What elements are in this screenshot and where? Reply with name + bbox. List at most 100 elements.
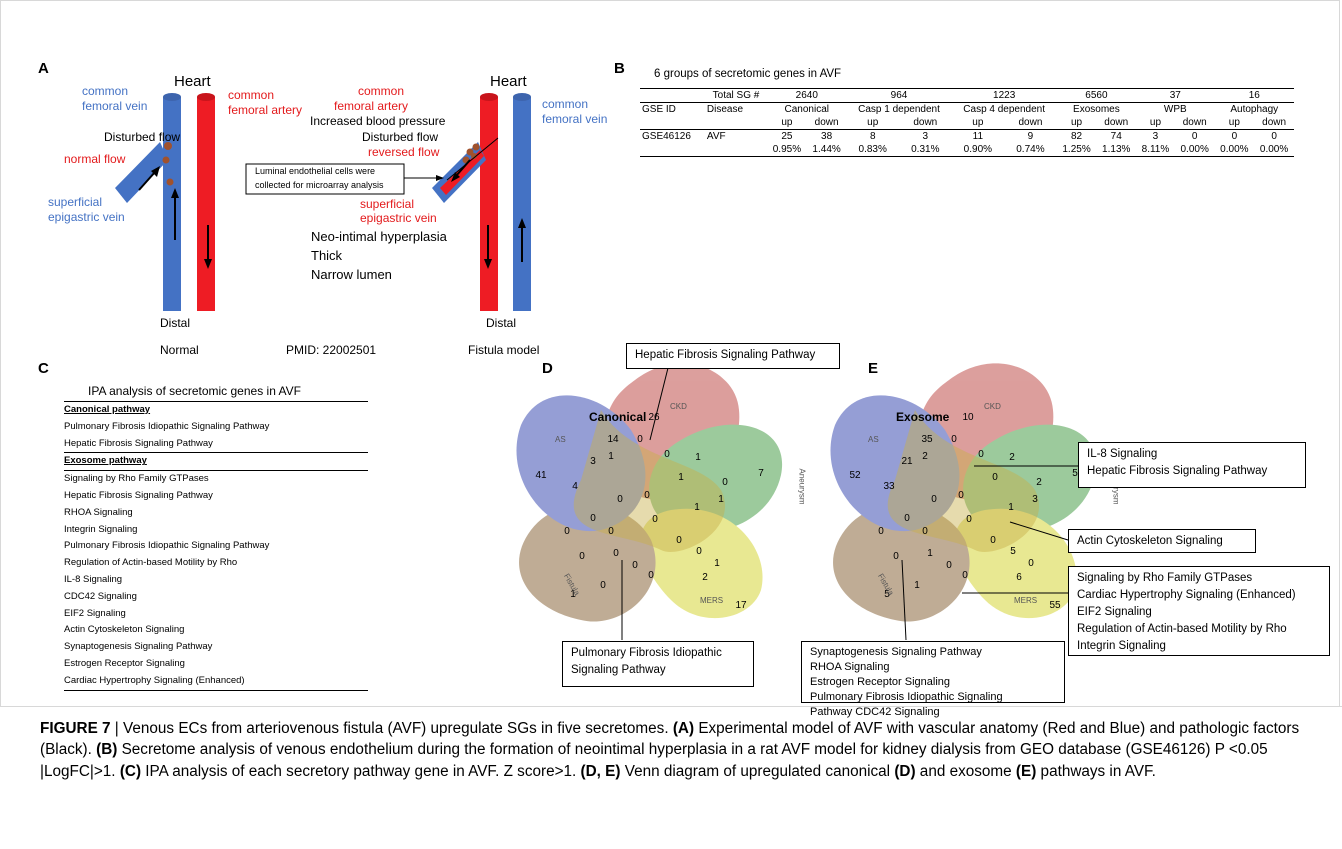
venn-e-count: 0 xyxy=(992,472,998,483)
fistula-disturbed-label: Disturbed flow xyxy=(362,130,439,144)
panel-letter-b: B xyxy=(614,60,625,77)
fistula-superficial-label-1: superficial xyxy=(360,197,415,211)
venn-e-count: 0 xyxy=(951,434,957,445)
fistula-vein-label-2: femoral vein xyxy=(542,112,608,126)
venn-d-box-hepatic: Hepatic Fibrosis Signaling Pathway xyxy=(626,343,840,369)
venn-e-as-label: AS xyxy=(868,435,879,444)
venn-d-count: 3 xyxy=(590,456,596,467)
normal-vein-vessel xyxy=(115,93,181,311)
list-item: RHOA Signaling xyxy=(64,506,133,518)
venn-d-count: 1 xyxy=(678,472,684,483)
list-item: Cardiac Hypertrophy Signaling (Enhanced) xyxy=(64,673,368,691)
table-cell: 11 xyxy=(972,131,984,142)
venn-d-count: 1 xyxy=(714,558,720,569)
panel-letter-d: D xyxy=(542,360,553,377)
list-item: Pulmonary Fibrosis Idiopathic Signaling … xyxy=(64,540,270,552)
figure-caption: FIGURE 7 | Venous ECs from arteriovenous… xyxy=(40,720,1300,780)
list-item: Integrin Signaling xyxy=(64,523,138,535)
venn-d-count: 7 xyxy=(758,468,764,479)
box-line: RHOA Signaling xyxy=(810,661,890,673)
venn-d-count: 0 xyxy=(613,548,619,559)
table-cell: 82 xyxy=(1070,131,1083,142)
venn-e-count: 1 xyxy=(914,580,920,591)
venn-e-count: 55 xyxy=(1049,600,1061,611)
venn-d-count: 1 xyxy=(608,451,614,462)
table-cell: down xyxy=(1096,116,1137,130)
list-item: Synaptogenesis Signaling Pathway xyxy=(64,641,213,653)
increased-bp-label: Increased blood pressure xyxy=(310,114,446,128)
table-cell: up xyxy=(1214,116,1255,130)
venn-e-count: 5 xyxy=(1072,468,1078,479)
table-cell: 1.44% xyxy=(806,143,847,157)
fistula-vein-vessel xyxy=(513,97,531,311)
venn-d-count: 0 xyxy=(722,477,728,488)
pmid-label: PMID: 22002501 xyxy=(286,343,377,357)
list-item: Estrogen Receptor Signaling xyxy=(64,657,185,669)
venn-e-count: 1 xyxy=(1008,502,1014,513)
venn-d-count: 14 xyxy=(607,434,619,445)
table-cell: 8 xyxy=(869,131,876,142)
table-row: Total SG # 2640 964 1223 6560 37 16 xyxy=(640,88,1294,103)
table-cell: 0 xyxy=(1191,131,1198,142)
venn-e-count: 0 xyxy=(922,526,928,537)
venn-d-count: 0 xyxy=(696,546,702,557)
venn-e-count: 0 xyxy=(962,570,968,581)
venn-d-count: 0 xyxy=(632,560,638,571)
venn-e-count: 0 xyxy=(978,449,984,460)
venn-e-ckd-label: CKD xyxy=(984,402,1001,411)
venn-e-box-actin: Actin Cytoskeleton Signaling xyxy=(1068,529,1256,553)
venn-d-count: 0 xyxy=(617,494,623,505)
superficial-label-1: superficial xyxy=(48,195,103,209)
disturbed-flow-label: Disturbed flow xyxy=(104,130,181,144)
venn-e-count: 2 xyxy=(1009,452,1015,463)
table-cell: 0 xyxy=(1231,131,1238,142)
distal-label-fistula: Distal xyxy=(486,316,517,330)
figure-frame xyxy=(0,0,1340,706)
normal-vein-label-1: common xyxy=(82,84,129,98)
venn-d-count: 0 xyxy=(579,551,585,562)
table-row: 0.95%1.44%0.83%0.31%0.90%0.74%1.25%1.13%… xyxy=(640,143,1294,157)
table-cell: 25 xyxy=(781,131,793,142)
neo-intimal-label: Neo-intimal hyperplasia xyxy=(311,229,447,244)
box-line: Cardiac Hypertrophy Signaling (Enhanced) xyxy=(1077,589,1296,601)
table-cell: 0.74% xyxy=(1004,143,1057,157)
venn-d-count: 0 xyxy=(648,570,654,581)
venn-e-count: 0 xyxy=(946,560,952,571)
venn-d-count: 0 xyxy=(664,449,670,460)
list-item: Hepatic Fibrosis Signaling Pathway xyxy=(64,436,368,454)
superficial-label-2: epigastric vein xyxy=(48,210,125,224)
venn-e-mers-label: MERS xyxy=(1014,596,1038,605)
list-item: Pulmonary Fibrosis Idiopathic Signaling … xyxy=(64,420,270,432)
secretome-table: Total SG # 2640 964 1223 6560 37 16 GSE … xyxy=(640,88,1294,157)
venn-e-count: 0 xyxy=(931,494,937,505)
venn-e-box-il8: IL-8 Signaling Hepatic Fibrosis Signalin… xyxy=(1078,442,1306,488)
table-row: GSE ID Disease Canonical Casp 1 dependen… xyxy=(642,104,1279,115)
normal-vein-label-2: femoral vein xyxy=(82,99,148,113)
normal-artery-vessel xyxy=(197,97,215,311)
box-line: Integrin Signaling xyxy=(1077,640,1166,652)
box-line: Regulation of Actin-based Motility by Rh… xyxy=(1077,623,1287,635)
heart-label-fistula: Heart xyxy=(490,73,527,90)
table-cell: 9 xyxy=(1027,131,1034,142)
table-cell: 1.25% xyxy=(1056,143,1097,157)
venn-e-title: Exosome xyxy=(896,410,950,424)
venn-d-as-label: AS xyxy=(555,435,566,444)
heart-label-normal: Heart xyxy=(174,73,211,90)
panel-b-title: 6 groups of secretomic genes in AVF xyxy=(654,68,842,80)
fistula-vein-label-1: common xyxy=(542,97,589,111)
venn-e-count: 0 xyxy=(990,535,996,546)
box-line: Pathway CDC42 Signaling xyxy=(810,706,940,718)
list-item: EIF2 Signaling xyxy=(64,607,126,619)
table-cell: 0.00% xyxy=(1174,143,1215,157)
venn-d-count: 1 xyxy=(570,589,576,600)
venn-d-count: 41 xyxy=(535,470,547,481)
thick-label: Thick xyxy=(311,248,343,263)
fistula-superficial-label-2: epigastric vein xyxy=(360,211,437,225)
venn-d-count: 0 xyxy=(637,434,643,445)
reversed-flow-label: reversed flow xyxy=(368,145,440,159)
